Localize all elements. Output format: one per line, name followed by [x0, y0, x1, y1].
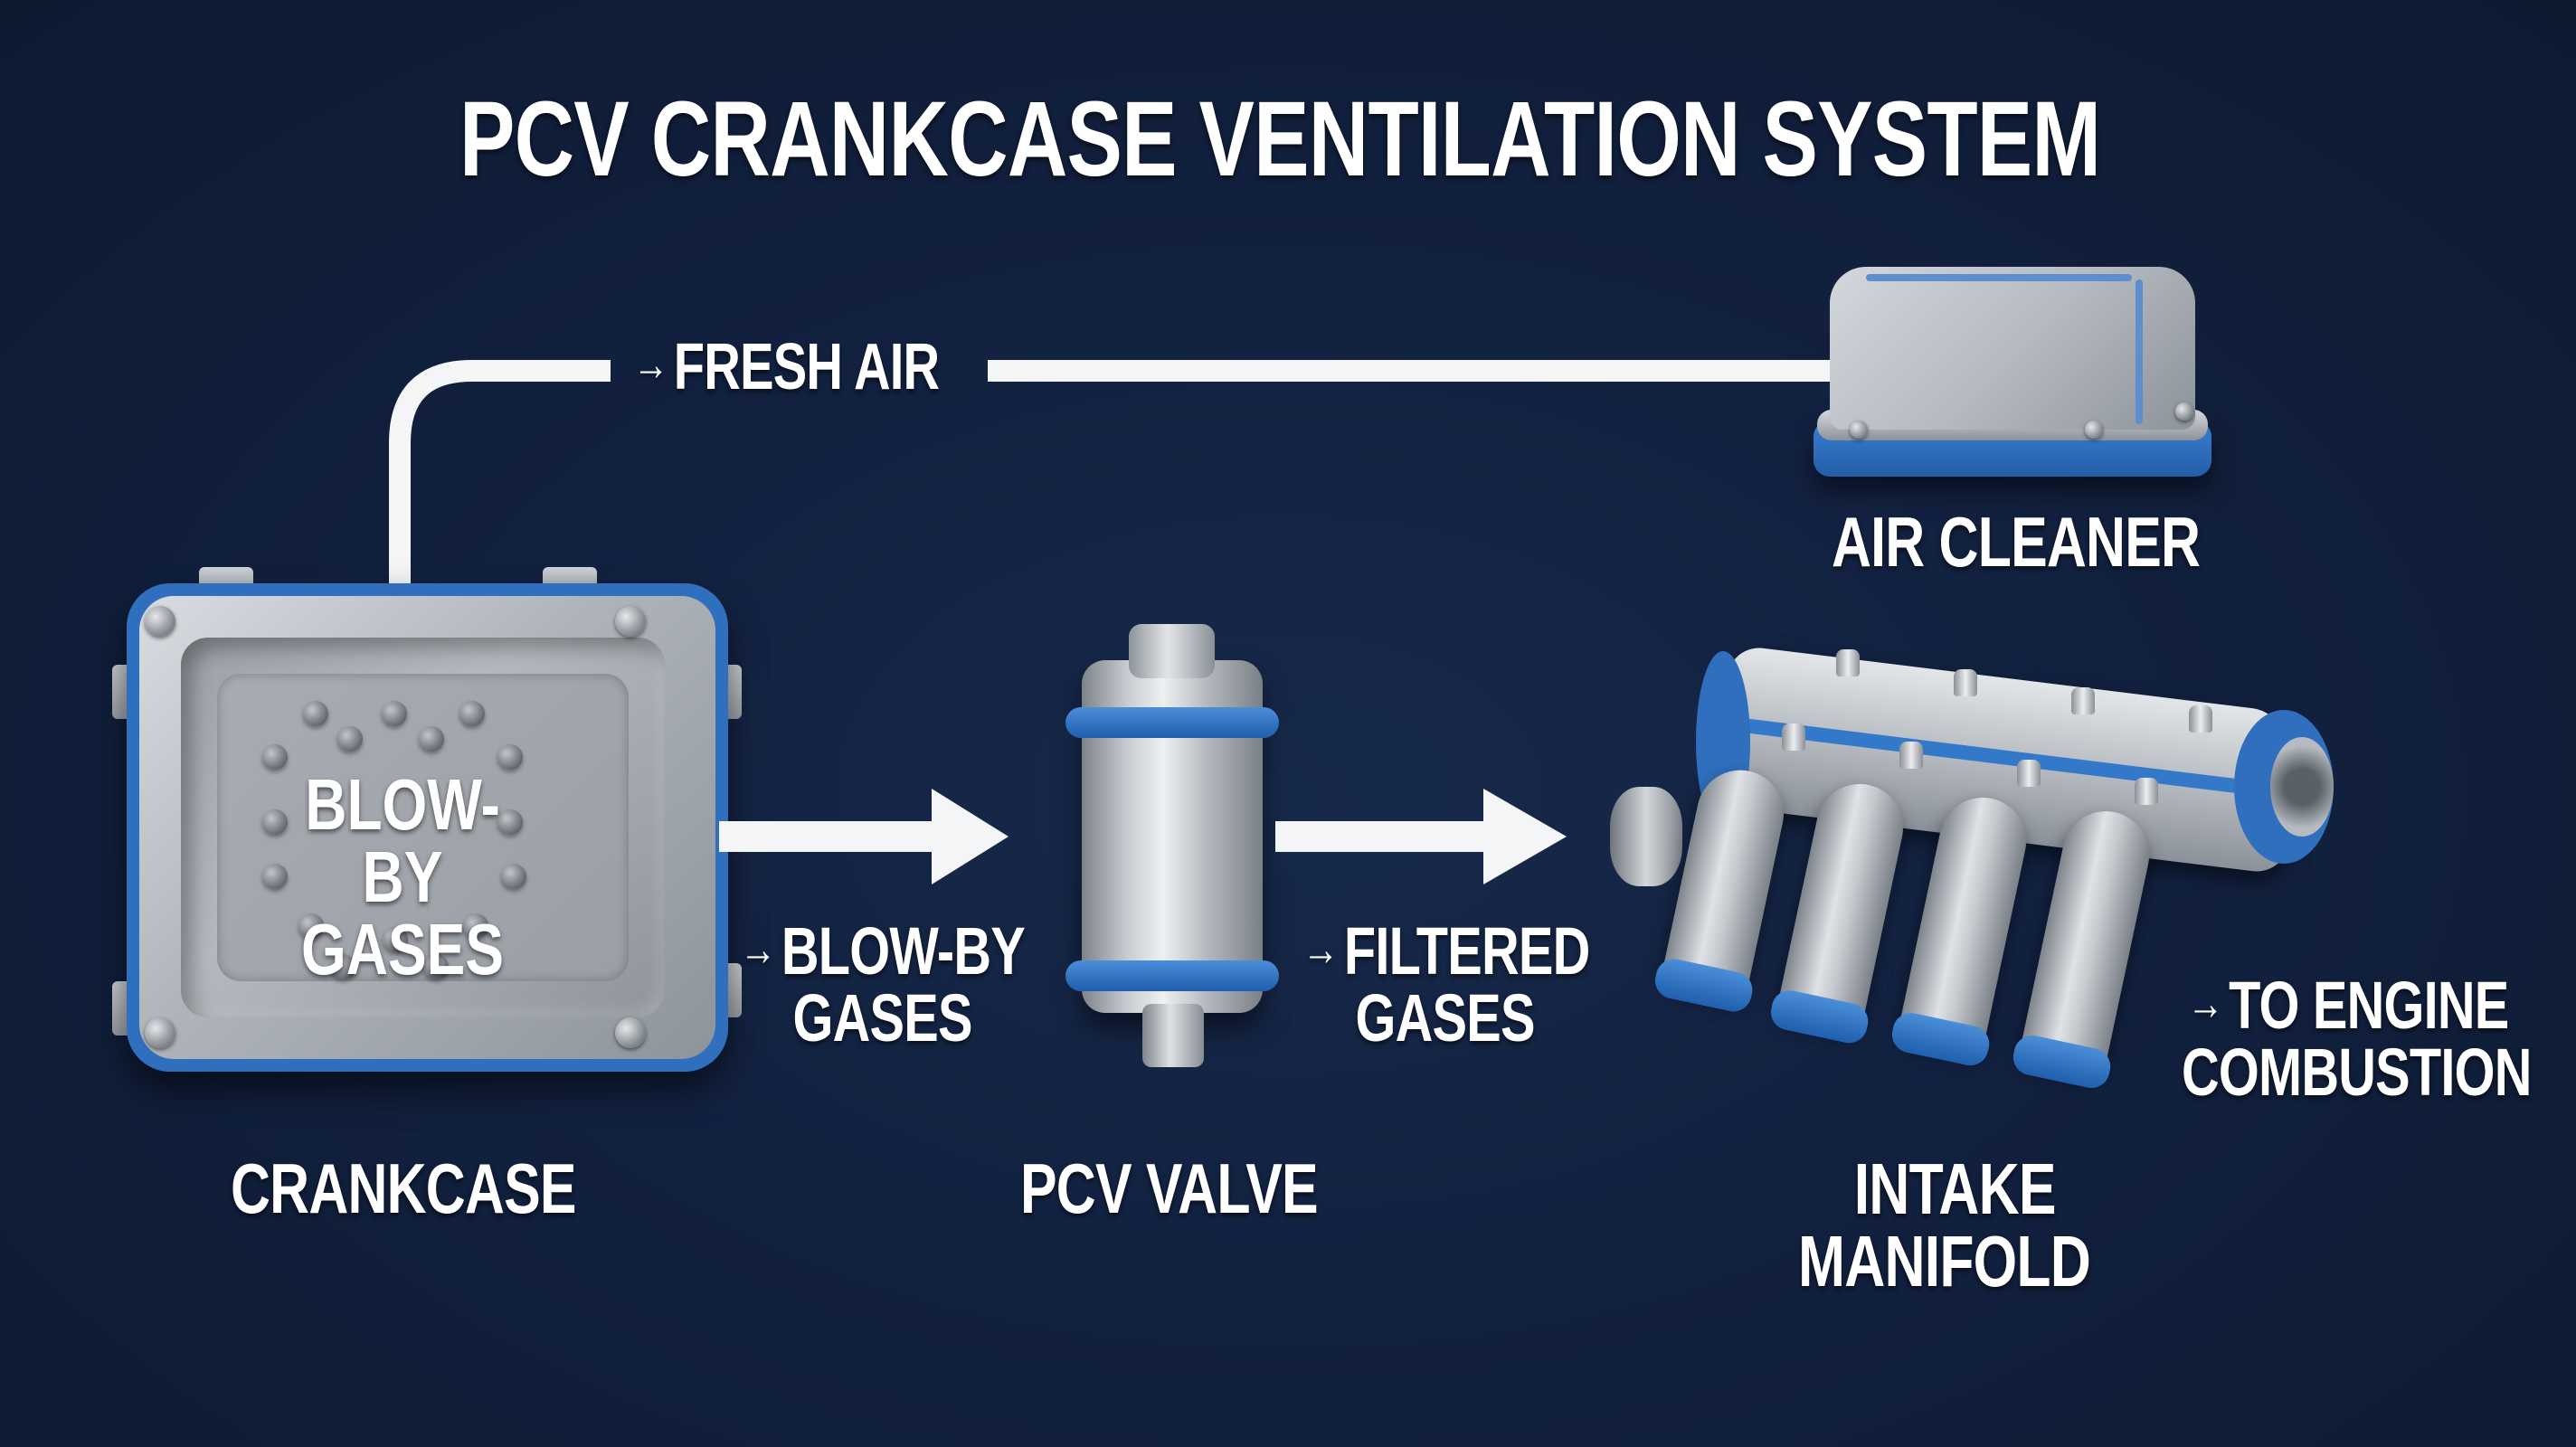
air-cleaner-illustration — [1814, 267, 2211, 493]
crankcase-illustration: BLOW-BY GASES — [112, 567, 742, 1072]
pcv-valve-illustration — [1065, 624, 1283, 1076]
arrow-right-icon: → — [633, 337, 668, 390]
intake-manifold-illustration — [1610, 633, 2361, 1092]
arrow-right-icon: → — [740, 922, 776, 975]
fresh-air-label: →FRESH AIR — [633, 331, 940, 403]
to-engine-combustion-label: →TO ENGINE COMBUSTION — [2182, 968, 2532, 1110]
arrow-right-icon: → — [2187, 976, 2223, 1029]
crankcase-inner-text: BLOW-BY GASES — [300, 764, 505, 989]
blow-by-flow-label: →BLOW-BY GASES — [740, 913, 1026, 1055]
crankcase-label: CRANKCASE — [231, 1149, 576, 1228]
pcv-valve-label: PCV VALVE — [1020, 1149, 1319, 1228]
filtered-flow-label: →FILTERED GASES — [1302, 913, 1590, 1055]
air-cleaner-label: AIR CLEANER — [1832, 502, 2201, 582]
arrow-right-icon: → — [1302, 922, 1339, 975]
arrow-right-icon — [1275, 789, 1567, 884]
fresh-air-pipe — [389, 360, 1838, 588]
intake-manifold-label: INTAKE MANIFOLD — [1798, 1149, 2091, 1301]
diagram-title: PCV CRANKCASE VENTILATION SYSTEM — [459, 80, 2101, 199]
arrow-right-icon — [719, 789, 1009, 884]
